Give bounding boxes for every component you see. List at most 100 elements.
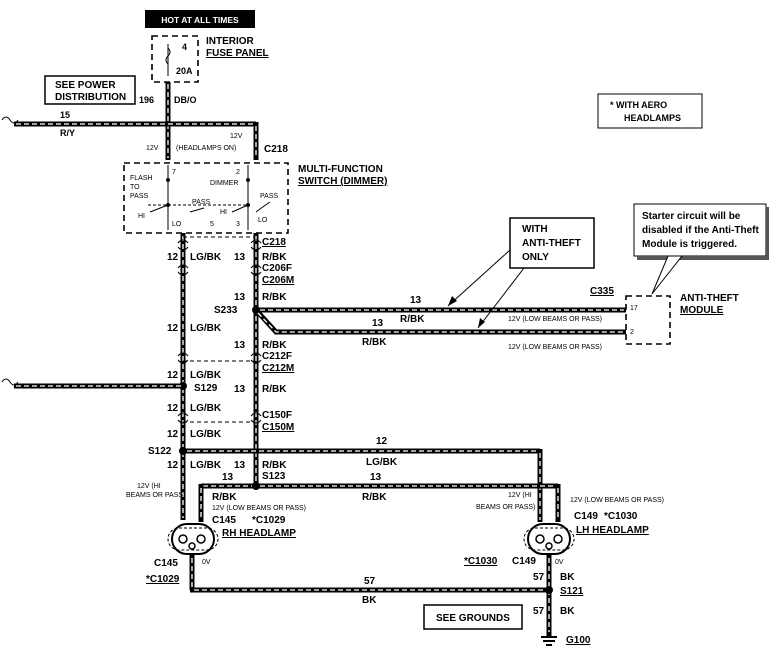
lh-feed-lgbk: LG/BK [366, 457, 398, 468]
v12-right: 12V [230, 133, 243, 140]
power-dist-line1: SEE POWER [55, 80, 116, 91]
switch-lo-right: LO [258, 217, 268, 224]
rh-hi-2: BEAMS OR PASS) [126, 492, 185, 499]
lc-12-d: 12 [167, 403, 179, 414]
lh-0v: 0V [555, 559, 564, 566]
module-pin17: 17 [630, 305, 638, 312]
switch-dimmer: DIMMER [210, 180, 238, 187]
color-ry: R/Y [60, 128, 75, 138]
hot-label: HOT AT ALL TIMES [161, 15, 239, 25]
splice-s121 [545, 586, 553, 594]
c206m: C206M [262, 275, 294, 286]
lh-hi-1: 12V (HI [508, 492, 532, 499]
rh-headlamp: 12V (HI BEAMS OR PASS) 12V (LOW BEAMS OR… [126, 483, 306, 585]
rh-c145-b: C145 [154, 558, 178, 569]
lh-low: 12V (LOW BEAMS OR PASS) [570, 497, 664, 504]
callout-line3: ONLY [522, 252, 549, 263]
switch-pass-mid: PASS [192, 199, 210, 206]
aero-line2: HEADLAMPS [624, 113, 681, 123]
lc-lgbk-a: LG/BK [190, 252, 222, 263]
pin-2: 2 [236, 169, 240, 176]
pin-3: 3 [236, 221, 240, 228]
anti-theft-module: 17 2 C335 ANTI-THEFT MODULE [590, 286, 739, 345]
module-title-2: MODULE [680, 305, 724, 316]
color-dbo: DB/O [174, 95, 197, 105]
rc-13-b: 13 [234, 292, 246, 303]
aw-13-upper: 13 [410, 295, 422, 306]
rh-c1029: *C1029 [252, 515, 286, 526]
wire-15: 15 R/Y [1, 110, 259, 160]
power-dist-line2: DISTRIBUTION [55, 92, 126, 103]
rc-13-d: 13 [234, 384, 246, 395]
rh-c1029-b: *C1029 [146, 574, 180, 585]
lh-hi-2: BEAMS OR PASS) [476, 504, 535, 511]
aw-rbk-upper: R/BK [400, 314, 425, 325]
fuse-rating: 20A [176, 66, 193, 76]
headlamps-on: (HEADLAMPS ON) [176, 145, 236, 152]
multi-function-switch: MULTI-FUNCTION SWITCH (DIMMER) FLASH TO … [123, 162, 387, 234]
module-title-1: ANTI-THEFT [680, 293, 739, 304]
switch-title-2: SWITCH (DIMMER) [298, 176, 387, 187]
aw-low-lower: 12V (LOW BEAMS OR PASS) [508, 344, 602, 351]
rh-c145: C145 [212, 515, 236, 526]
starter-line3: Module is triggered. [642, 239, 737, 250]
ground-circuit: 57 BK 57 BK S121 57 BK G100 [189, 554, 591, 646]
callout-line2: ANTI-THEFT [522, 238, 581, 249]
rbk-feed-13-right: 13 [370, 472, 382, 483]
gnd-57-g: 57 [533, 606, 545, 617]
s123: S123 [262, 471, 286, 482]
switch-hi-left: HI [138, 213, 145, 220]
rc-13-a: 13 [234, 252, 246, 263]
switch-pass: PASS [130, 193, 148, 200]
switch-to: TO [130, 184, 140, 191]
gnd-bk-g: BK [560, 606, 575, 617]
anti-theft-wires: 13 R/BK 12V (LOW BEAMS OR PASS) 13 R/BK … [254, 295, 626, 351]
switch-pass-right: PASS [260, 193, 278, 200]
module-pin2: 2 [630, 329, 634, 336]
rh-low: 12V (LOW BEAMS OR PASS) [212, 505, 306, 512]
see-grounds: SEE GROUNDS [436, 613, 510, 624]
rbk-feeds: 13 R/BK 13 R/BK [198, 472, 561, 522]
switch-flash: FLASH [130, 175, 153, 182]
aw-rbk-lower: R/BK [362, 337, 387, 348]
starter-line1: Starter circuit will be [642, 211, 741, 222]
s233: S233 [214, 305, 238, 316]
rbk-feed-rbk: R/BK [212, 492, 237, 503]
rc-13-c: 13 [234, 340, 246, 351]
rc-rbk-d: R/BK [262, 384, 287, 395]
switch-title-1: MULTI-FUNCTION [298, 164, 383, 175]
aw-13-lower: 13 [372, 318, 384, 329]
starter-line2: disabled if the Anti-Theft [642, 225, 760, 236]
rc-rbk-c: R/BK [262, 340, 287, 351]
rh-name: RH HEADLAMP [222, 528, 296, 539]
g100: G100 [566, 635, 591, 646]
see-grounds-box: SEE GROUNDS [423, 604, 523, 630]
lc-lgbk-c: LG/BK [190, 370, 222, 381]
circuit-15: 15 [60, 110, 70, 120]
c212m: C212M [262, 363, 294, 374]
s129: S129 [194, 383, 218, 394]
module-conn: C335 [590, 286, 614, 297]
hot-at-all-times-banner: HOT AT ALL TIMES [145, 10, 255, 28]
pin-7: 7 [172, 169, 176, 176]
c218-top: C218 [264, 144, 288, 155]
lc-lgbk-f: LG/BK [190, 460, 222, 471]
lh-c1030-b: *C1030 [464, 556, 498, 567]
gnd-bk: BK [362, 595, 377, 606]
lc-lgbk-d: LG/BK [190, 403, 222, 414]
rh-hi-1: 12V (HI [137, 483, 161, 490]
s121: S121 [560, 586, 584, 597]
starter-note: Starter circuit will be disabled if the … [633, 203, 769, 295]
lc-lgbk-e: LG/BK [190, 429, 222, 440]
fuse-panel: 4 20A INTERIOR FUSE PANEL [151, 35, 269, 83]
rc-13-e: 13 [234, 460, 246, 471]
lc-12-e: 12 [167, 429, 179, 440]
rbk-feed-13: 13 [222, 472, 234, 483]
lh-c1030: *C1030 [604, 511, 638, 522]
rc-rbk-e: R/BK [262, 460, 287, 471]
anti-theft-callout: WITH ANTI-THEFT ONLY [447, 217, 595, 329]
lc-lgbk-b: LG/BK [190, 323, 222, 334]
c206f: C206F [262, 263, 292, 274]
switch-lo-left: LO [172, 221, 182, 228]
